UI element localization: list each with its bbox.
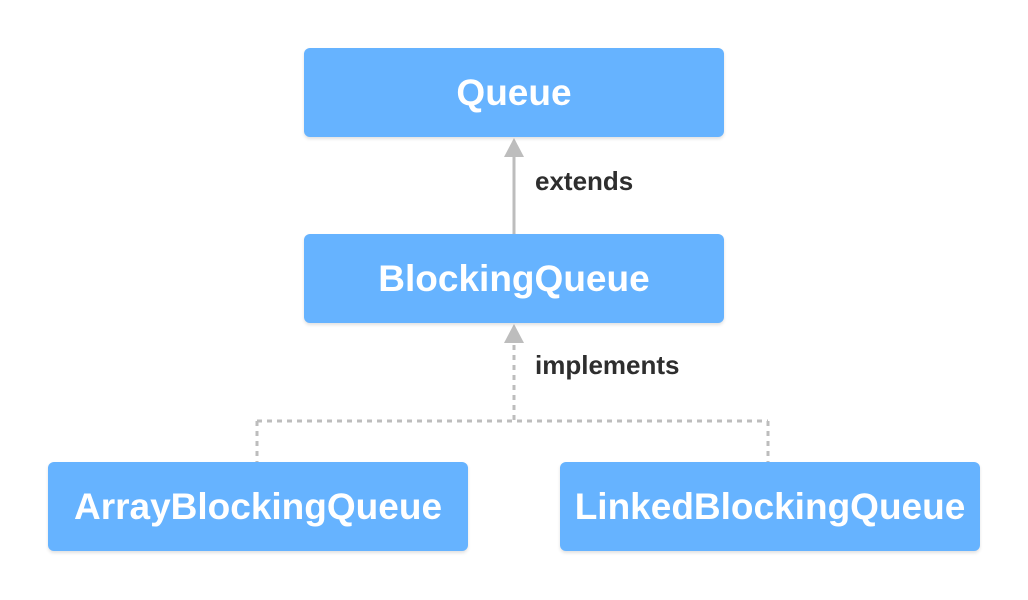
array-blocking-queue-node: ArrayBlockingQueue (48, 462, 468, 551)
queue-node: Queue (304, 48, 724, 137)
blocking-queue-node: BlockingQueue (304, 234, 724, 323)
linked-blocking-queue-node: LinkedBlockingQueue (560, 462, 980, 551)
extends-arrowhead (504, 138, 524, 157)
extends-label: extends (535, 166, 634, 196)
implements-arrowhead (504, 324, 524, 343)
implements-label: implements (535, 350, 680, 380)
